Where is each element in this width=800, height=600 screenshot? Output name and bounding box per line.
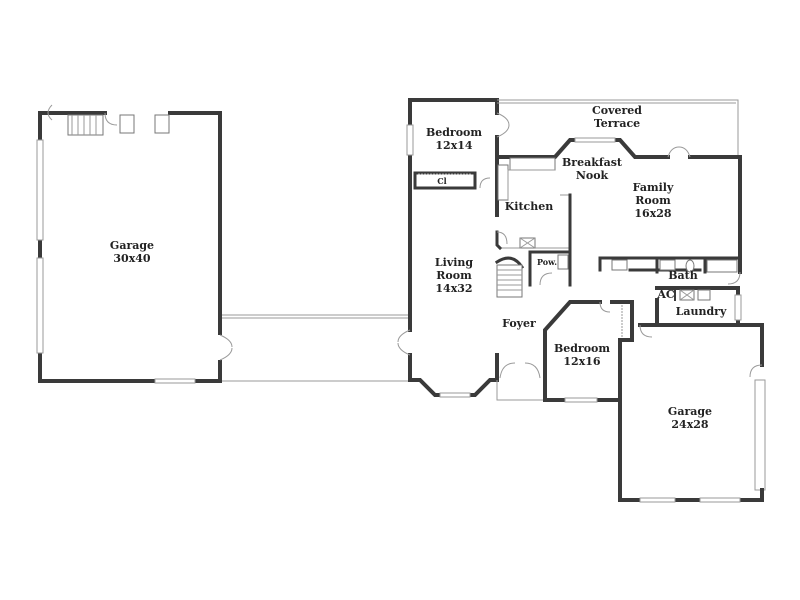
garage-left-size: 30x40 bbox=[113, 252, 151, 265]
breezeway bbox=[222, 314, 410, 382]
family-room-size: 16x28 bbox=[634, 207, 672, 220]
nook-line1: Breakfast bbox=[562, 156, 623, 169]
family-room-line2: Room bbox=[635, 194, 671, 207]
bath-label: Bath bbox=[668, 269, 698, 282]
room-labels: Garage 30x40 Bedroom 12x14 Cl Covered Te… bbox=[110, 104, 727, 431]
foyer-label: Foyer bbox=[502, 317, 536, 330]
garage-left-name: Garage bbox=[110, 239, 154, 252]
living-room-line2: Room bbox=[436, 269, 472, 282]
bedroom-1-size: 12x14 bbox=[435, 139, 473, 152]
nook-line2: Nook bbox=[576, 169, 609, 182]
family-room-line1: Family bbox=[633, 181, 674, 194]
powder-room-label: Pow. bbox=[537, 257, 557, 267]
main-house-walls: Pow. bbox=[397, 98, 766, 503]
living-room-size: 14x32 bbox=[435, 282, 472, 295]
living-room-line1: Living bbox=[435, 256, 473, 269]
ac-label: AC bbox=[656, 288, 675, 301]
terrace-line2: Terrace bbox=[594, 117, 640, 130]
laundry-label: Laundry bbox=[676, 305, 727, 318]
kitchen-label: Kitchen bbox=[505, 200, 554, 213]
garage-right-name: Garage bbox=[668, 405, 712, 418]
bedroom-1-name: Bedroom bbox=[426, 126, 482, 139]
garage-left-walls bbox=[36, 104, 233, 384]
terrace-line1: Covered bbox=[592, 104, 642, 117]
garage-right-size: 24x28 bbox=[671, 418, 709, 431]
closet-label: Cl bbox=[437, 176, 446, 186]
bedroom-2-name: Bedroom bbox=[554, 342, 610, 355]
bedroom-2-size: 12x16 bbox=[563, 355, 601, 368]
